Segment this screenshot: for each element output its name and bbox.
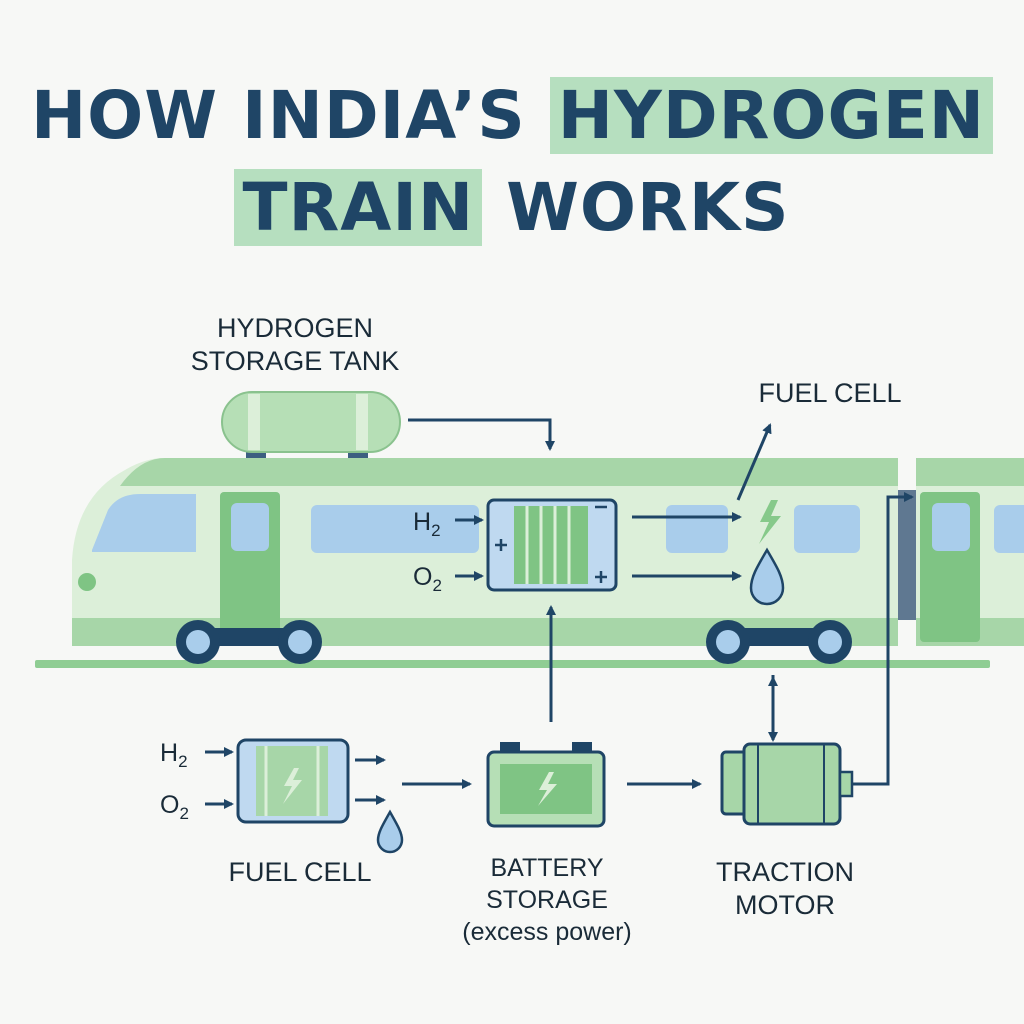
h-symbol: H [413, 508, 432, 536]
o-subscript: 2 [432, 576, 442, 595]
h-symbol: H [160, 739, 179, 767]
headlight [78, 573, 96, 591]
hydrogen-tank-label: HYDROGEN STORAGE TANK [180, 312, 410, 378]
rail-track [35, 660, 990, 668]
traction-motor-label-line2: MOTOR [735, 890, 835, 920]
traction-motor-label: TRACTION MOTOR [690, 856, 880, 922]
lightning-icon [759, 500, 781, 544]
train-second-car [916, 458, 1024, 646]
water-drop-icon [376, 809, 404, 854]
plus-icon [495, 539, 507, 551]
o-subscript: 2 [179, 804, 189, 823]
oxygen-input-label-bottom: O2 [160, 791, 189, 828]
battery-label-line3: (excess power) [462, 918, 632, 946]
title-highlight-train: TRAIN [234, 169, 483, 246]
hydrogen-input-label-top: H2 [413, 508, 441, 545]
battery-label-line2: STORAGE [486, 886, 608, 914]
fuel-cell-unit-bottom [236, 738, 350, 824]
hydrogen-input-label-bottom: H2 [160, 739, 188, 776]
o-symbol: O [160, 791, 180, 819]
bogie-front [176, 620, 322, 664]
train-locomotive [72, 458, 898, 646]
hydrogen-tank-label-line2: STORAGE TANK [190, 346, 400, 376]
h-subscript: 2 [178, 752, 188, 771]
fuel-cell-bottom-label: FUEL CELL [228, 857, 372, 887]
battery-label-line1: BATTERY [490, 854, 604, 882]
battery-label: BATTERY STORAGE (excess power) [430, 852, 664, 948]
title-line-1: HOW INDIA’S HYDROGEN [0, 70, 1024, 162]
water-drop-icon [749, 547, 785, 606]
traction-motor-label-line1: TRACTION [716, 857, 854, 887]
flow-arrows [205, 418, 914, 809]
page-title: HOW INDIA’S HYDROGEN TRAIN WORKS [0, 70, 1024, 254]
bogie-rear [706, 620, 852, 664]
o-symbol: O [413, 563, 433, 591]
lightning-icon [283, 768, 302, 804]
hydrogen-tank-label-line1: HYDROGEN [216, 313, 373, 343]
title-line-2: TRAIN WORKS [0, 162, 1024, 254]
fuel-cell-top-label: FUEL CELL [758, 378, 902, 408]
battery-storage [486, 742, 606, 828]
plus-icon [595, 571, 607, 583]
lightning-icon [538, 772, 557, 806]
title-highlight-hydrogen: HYDROGEN [549, 77, 994, 154]
h-subscript: 2 [431, 521, 441, 540]
traction-motor [720, 742, 854, 826]
oxygen-input-label-top: O2 [413, 563, 442, 600]
title-text: HOW INDIA’S [30, 77, 550, 154]
fuel-cell-stack-top [486, 498, 618, 592]
title-text-works: WORKS [482, 169, 790, 246]
train-window [666, 505, 728, 553]
windshield [92, 494, 196, 552]
car-coupling [898, 490, 916, 620]
hydrogen-tank [221, 391, 401, 460]
train-window [794, 505, 860, 553]
train-window [311, 505, 479, 553]
